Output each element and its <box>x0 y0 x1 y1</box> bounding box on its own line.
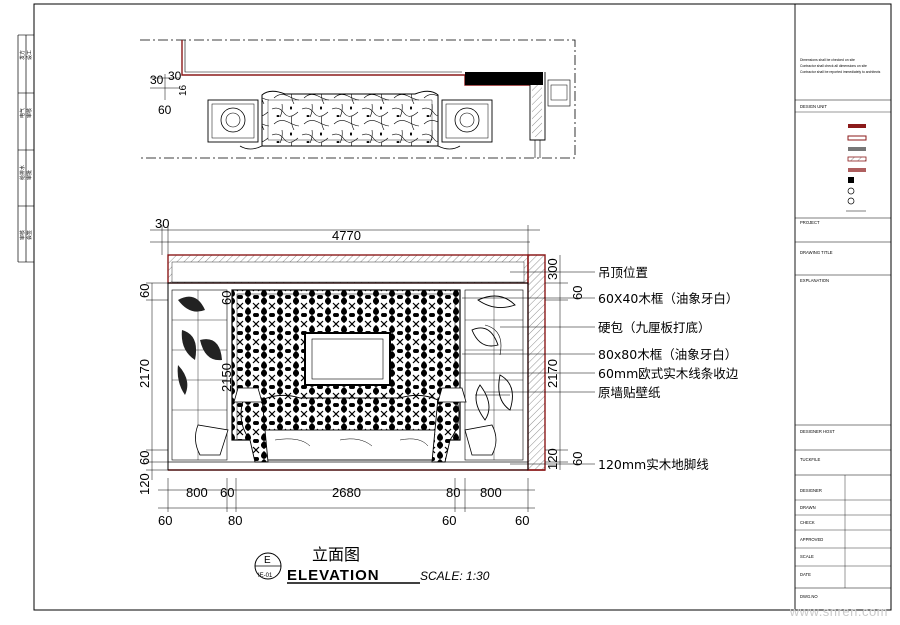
dim-left-120: 120 <box>137 473 152 495</box>
dim-left-2170: 2170 <box>137 359 152 388</box>
dim-inner-2150: 2150 <box>219 363 234 392</box>
dim-bottom: 60 <box>442 513 456 528</box>
dim-bottom: 2680 <box>332 485 361 500</box>
bubble-letter: E <box>264 555 271 566</box>
left-signature-strip: 发方 设工 电气 审核 给排水 审批 审核 会签 <box>17 34 34 263</box>
callout-hard-pack: 硬包（九厘板打底） <box>598 320 711 335</box>
tb-date: DATE <box>800 572 811 577</box>
strip-label: 电气 <box>19 108 26 118</box>
dim-bottom: 80 <box>446 485 460 500</box>
callout-leaders <box>458 271 595 465</box>
dim-right-120: 120 <box>545 448 560 470</box>
tb-designer-host: DESIGNER HOST <box>800 429 835 434</box>
dim-bottom: 60 <box>515 513 529 528</box>
strip-label: 审核 <box>26 108 33 118</box>
tb-check: CHECK <box>800 520 815 525</box>
dim-top-30: 30 <box>155 216 169 231</box>
watermark: www.snren.com <box>789 604 888 619</box>
callout-trim: 60mm欧式实木线条收边 <box>598 366 739 381</box>
strip-label: 审核 <box>19 230 26 240</box>
tb-dwg-no: DWG.NO <box>800 594 818 599</box>
callout-wood-frame-60x40: 60X40木框（油象牙白） <box>598 291 738 306</box>
bubble-sheet: IE-01 <box>258 573 273 579</box>
tb-designer: DESIGNER <box>800 488 822 493</box>
dim-bottom: 800 <box>480 485 502 500</box>
tb-design-unit: DESIGN UNIT <box>800 104 827 109</box>
title-block: Dimensions shall be checked on site Cont… <box>794 3 892 611</box>
plan-dim: 16 <box>178 84 189 96</box>
title-cn: 立面图 <box>312 545 360 564</box>
callout-ceiling: 吊顶位置 <box>598 265 648 280</box>
dim-right-60-bottom: 60 <box>570 452 585 466</box>
dim-left-60: 60 <box>137 284 152 298</box>
tb-scale: SCALE <box>800 554 814 559</box>
tb-tuckfile: TUCKFILE <box>800 457 820 462</box>
dim-left-60-bottom: 60 <box>137 451 152 465</box>
tb-approved: APPROVED <box>800 537 823 542</box>
callout-wood-frame-80x80: 80x80木框（油象牙白） <box>598 347 737 362</box>
elevation-drawing: 30 4770 <box>137 216 739 528</box>
dim-right-300: 300 <box>545 258 560 280</box>
elevation-title: E IE-01 立面图 ELEVATION SCALE: 1:30 <box>254 545 490 584</box>
dim-bottom: 800 <box>186 485 208 500</box>
tb-note: Contractor shall check all dimensions on… <box>800 64 867 68</box>
dim-bottom: 80 <box>228 513 242 528</box>
dim-bottom: 60 <box>220 485 234 500</box>
plan-dim: 60 <box>158 103 172 117</box>
plan-view: 30 30 16 60 <box>140 39 576 159</box>
strip-label: 会签 <box>26 230 33 240</box>
title-scale: SCALE: 1:30 <box>420 569 490 583</box>
callout-wallpaper: 原墙贴壁纸 <box>598 385 661 400</box>
plan-dim: 30 <box>168 69 182 83</box>
dim-right-2170: 2170 <box>545 359 560 388</box>
tb-explanation: EXPLANATION <box>800 278 829 283</box>
strip-label: 发方 <box>19 50 26 60</box>
dim-inner-60: 60 <box>219 291 234 305</box>
strip-label: 给排水 <box>19 165 26 180</box>
callout-baseboard: 120mm实木地脚线 <box>598 457 709 472</box>
dim-bottom: 60 <box>158 513 172 528</box>
strip-label: 设工 <box>26 50 33 60</box>
strip-label: 审批 <box>26 170 33 180</box>
tb-note: Contractor shall be reported immediately… <box>800 70 881 74</box>
title-en: ELEVATION <box>287 567 380 584</box>
plan-dim: 30 <box>150 73 164 87</box>
tb-drawn: DRAWN <box>800 505 816 510</box>
dim-right-60: 60 <box>570 286 585 300</box>
tb-note: Dimensions shall be checked on site <box>800 58 855 62</box>
tb-project: PROJECT <box>800 220 820 225</box>
dim-top-total: 4770 <box>332 228 361 243</box>
tb-drawing-title: DRAWING TITLE <box>800 250 833 255</box>
